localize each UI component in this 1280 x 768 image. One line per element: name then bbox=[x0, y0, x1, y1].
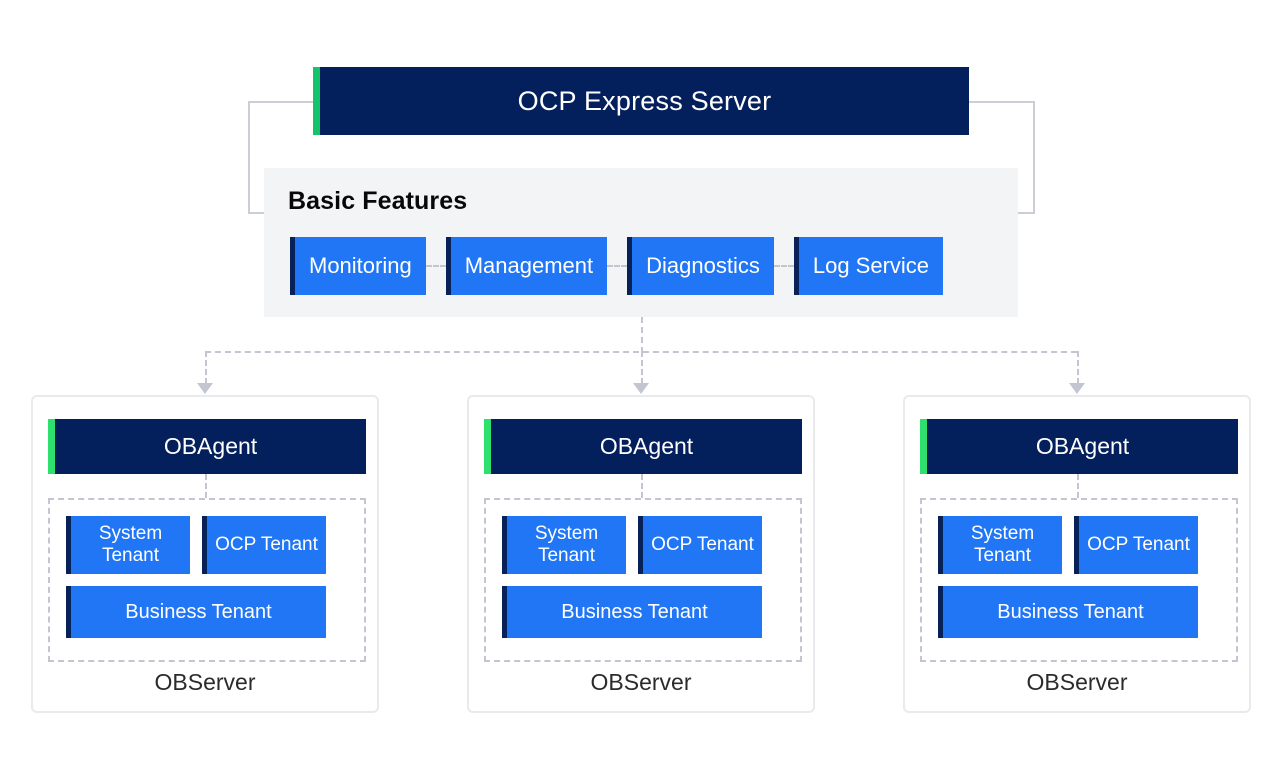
arrow-down-icon-2 bbox=[633, 383, 649, 394]
page-title: OCP Express Server bbox=[517, 85, 772, 116]
agent-tenant-connector-2 bbox=[641, 474, 643, 498]
drop-connector-2 bbox=[641, 351, 643, 384]
tenant-ocp-3[interactable]: OCP Tenant bbox=[1074, 516, 1198, 574]
agent-tenant-connector-3 bbox=[1077, 474, 1079, 498]
tenant-zone-3: System Tenant OCP Tenant Business Tenant bbox=[920, 498, 1238, 662]
arrow-down-icon-1 bbox=[197, 383, 213, 394]
observer-label-3: OBServer bbox=[1026, 669, 1128, 695]
tenant-system-2[interactable]: System Tenant bbox=[502, 516, 626, 574]
feature-button-group: Monitoring Management Diagnostics Log Se… bbox=[290, 237, 944, 295]
tenant-row: System Tenant OCP Tenant bbox=[502, 516, 784, 574]
feature-button-management[interactable]: Management bbox=[445, 237, 608, 295]
observer-label-1: OBServer bbox=[154, 669, 256, 695]
feature-button-log-service[interactable]: Log Service bbox=[793, 237, 944, 295]
tenant-row: Business Tenant bbox=[502, 586, 784, 638]
feature-button-diagnostics[interactable]: Diagnostics bbox=[627, 237, 774, 295]
tenant-row: Business Tenant bbox=[938, 586, 1220, 638]
arrow-down-icon-3 bbox=[1069, 383, 1085, 394]
drop-connector-3 bbox=[1077, 351, 1079, 384]
observer-card-2: OBAgent System Tenant OCP Tenant Busines… bbox=[467, 395, 815, 713]
tenant-business-2[interactable]: Business Tenant bbox=[502, 586, 762, 638]
agent-tenant-connector-1 bbox=[205, 474, 207, 498]
drop-connector-1 bbox=[205, 351, 207, 384]
feature-connector-2 bbox=[607, 265, 628, 267]
basic-features-title: Basic Features bbox=[288, 187, 468, 215]
ocp-express-server-header: OCP Express Server bbox=[313, 67, 969, 135]
tenant-ocp-1[interactable]: OCP Tenant bbox=[202, 516, 326, 574]
obagent-label: OBAgent bbox=[163, 433, 258, 459]
observer-card-1: OBAgent System Tenant OCP Tenant Busines… bbox=[31, 395, 379, 713]
tenant-row: System Tenant OCP Tenant bbox=[938, 516, 1220, 574]
tenant-zone-2: System Tenant OCP Tenant Business Tenant bbox=[484, 498, 802, 662]
feature-connector-1 bbox=[425, 265, 446, 267]
tenant-ocp-2[interactable]: OCP Tenant bbox=[638, 516, 762, 574]
observer-label-2: OBServer bbox=[590, 669, 692, 695]
obagent-block-2: OBAgent bbox=[484, 419, 802, 474]
obagent-block-1: OBAgent bbox=[48, 419, 366, 474]
obagent-label: OBAgent bbox=[599, 433, 694, 459]
tenant-system-3[interactable]: System Tenant bbox=[938, 516, 1062, 574]
obagent-block-3: OBAgent bbox=[920, 419, 1238, 474]
obagent-label: OBAgent bbox=[1035, 433, 1130, 459]
tenant-business-3[interactable]: Business Tenant bbox=[938, 586, 1198, 638]
tenant-system-1[interactable]: System Tenant bbox=[66, 516, 190, 574]
observer-card-3: OBAgent System Tenant OCP Tenant Busines… bbox=[903, 395, 1251, 713]
tenant-row: Business Tenant bbox=[66, 586, 348, 638]
feature-connector-3 bbox=[773, 265, 794, 267]
tenant-row: System Tenant OCP Tenant bbox=[66, 516, 348, 574]
feature-button-monitoring[interactable]: Monitoring bbox=[290, 237, 426, 295]
bus-stem-connector bbox=[641, 317, 643, 353]
tenant-business-1[interactable]: Business Tenant bbox=[66, 586, 326, 638]
tenant-zone-1: System Tenant OCP Tenant Business Tenant bbox=[48, 498, 366, 662]
